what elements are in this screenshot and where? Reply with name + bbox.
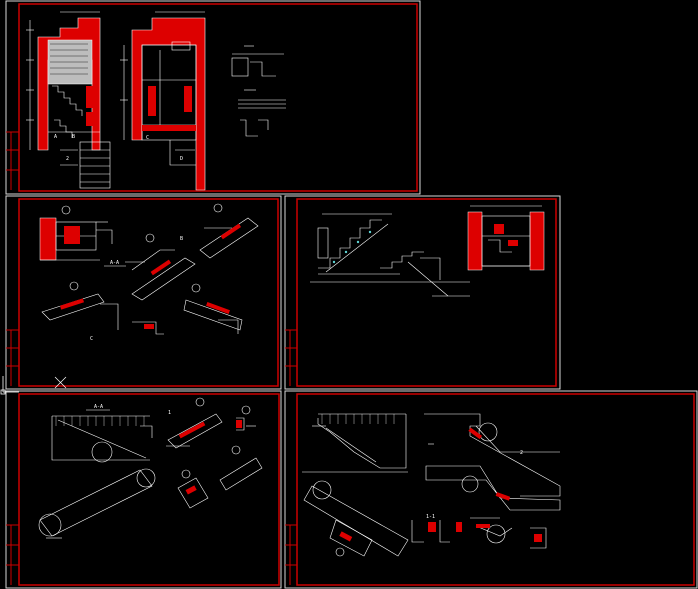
svg-text:C: C bbox=[146, 135, 149, 141]
sheet-3-outer-frame bbox=[284, 195, 561, 390]
title-block-strip bbox=[6, 329, 19, 386]
wall-section-sheet-3 bbox=[467, 205, 545, 271]
svg-text:2: 2 bbox=[66, 156, 69, 162]
sheet-2[interactable]: A-A B C bbox=[5, 195, 282, 390]
svg-text:1: 1 bbox=[168, 410, 171, 416]
sheet-2-border bbox=[18, 198, 279, 387]
sheet-1-outer-frame bbox=[5, 0, 421, 195]
sheet-5-outer-frame bbox=[284, 390, 698, 589]
sheet-5-border bbox=[296, 393, 695, 586]
small-detail-group bbox=[231, 45, 286, 137]
sheet-4[interactable]: A-A 1 bbox=[5, 390, 282, 589]
svg-text:A-A: A-A bbox=[94, 404, 103, 410]
svg-text:2: 2 bbox=[520, 450, 523, 456]
stair-elevation bbox=[310, 213, 470, 297]
svg-text:D: D bbox=[180, 156, 183, 162]
sheet-1[interactable]: A B 2 C D bbox=[5, 0, 421, 195]
sheet-4-border bbox=[18, 393, 280, 586]
ucs-icon bbox=[0, 376, 19, 395]
svg-text:C: C bbox=[90, 336, 93, 342]
flight-landing-details bbox=[302, 413, 561, 557]
crosshair-cursor-icon bbox=[54, 376, 67, 389]
title-block-strip bbox=[6, 131, 19, 190]
sheet-5[interactable]: 1-1 2 bbox=[284, 390, 698, 589]
flight-reinforcement-drawing bbox=[38, 397, 263, 539]
sheet-1-border bbox=[18, 3, 418, 192]
svg-text:A-A: A-A bbox=[110, 260, 119, 266]
detail-sections-sheet-2: A-A B C bbox=[39, 203, 259, 342]
title-block-strip bbox=[6, 524, 19, 585]
svg-text:B: B bbox=[72, 134, 75, 140]
sheet-4-outer-frame bbox=[5, 390, 282, 589]
building-section-left: A B 2 bbox=[26, 11, 111, 189]
sheet-2-outer-frame bbox=[5, 195, 282, 390]
building-section-middle: C D bbox=[120, 11, 206, 191]
title-block-strip bbox=[285, 329, 297, 386]
sheet-3-border bbox=[296, 198, 557, 387]
sheet-3[interactable] bbox=[284, 195, 561, 390]
svg-text:A: A bbox=[54, 134, 57, 140]
svg-text:B: B bbox=[180, 236, 183, 242]
svg-text:1-1: 1-1 bbox=[426, 514, 435, 520]
title-block-strip bbox=[285, 524, 297, 585]
